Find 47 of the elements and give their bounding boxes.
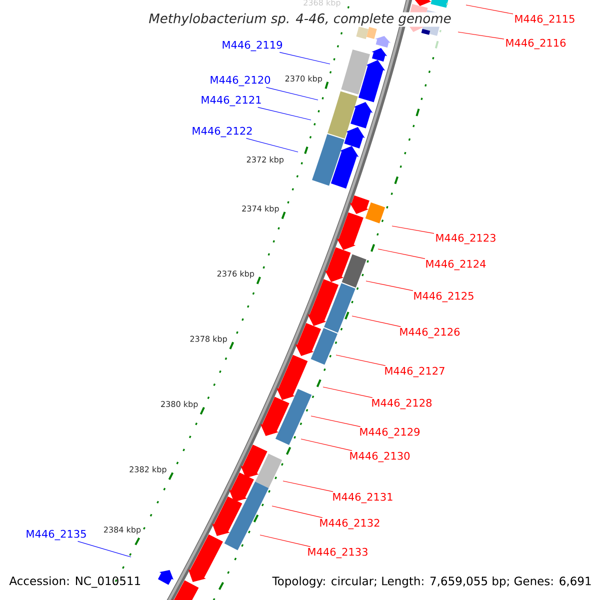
leader-line bbox=[458, 32, 504, 40]
tick-label: 2380 kbp bbox=[161, 400, 198, 409]
leader-line bbox=[282, 480, 334, 492]
title: Methylobacterium sp. 4-46, complete genome bbox=[148, 12, 452, 27]
tick-label: 2382 kbp bbox=[130, 466, 166, 474]
leader-line bbox=[300, 438, 352, 451]
gene-label: M446_2128 bbox=[372, 398, 432, 410]
leader-line bbox=[336, 354, 386, 366]
leader-line bbox=[378, 248, 426, 259]
leader-line bbox=[310, 416, 361, 427]
tick-label: 2370 kbp bbox=[285, 75, 322, 84]
leader-line bbox=[266, 87, 318, 100]
accession-text: Accession: NC_010511 bbox=[9, 576, 140, 588]
gene-label: M446_2115 bbox=[515, 14, 574, 26]
tick-label: 2378 kbp bbox=[190, 336, 227, 344]
leader-line bbox=[392, 226, 434, 234]
gene-label: M446_2116 bbox=[506, 38, 566, 50]
leader-line bbox=[260, 534, 311, 547]
gene-label: M446_2121 bbox=[202, 96, 261, 106]
gene-label: M446_2120 bbox=[210, 76, 270, 86]
leader-line bbox=[246, 138, 298, 152]
tick-label: 2384 kbp bbox=[104, 526, 141, 534]
gene-label: M446_2133 bbox=[308, 548, 368, 558]
gene-label: M446_2126 bbox=[400, 328, 460, 338]
gene-label: M446_2129 bbox=[360, 428, 420, 438]
tick-label: 2374 kbp bbox=[242, 205, 279, 214]
gene-label: M446_2135 bbox=[26, 530, 86, 540]
leader-line bbox=[352, 316, 402, 327]
gene-label: M446_2125 bbox=[414, 292, 474, 302]
leader-line bbox=[366, 280, 414, 291]
leader-line bbox=[258, 107, 312, 120]
gene-label: M446_2123 bbox=[436, 234, 496, 244]
gene-label: M446_2131 bbox=[333, 492, 392, 504]
leader-line bbox=[272, 506, 323, 518]
genome-info-text: Topology: circular; Length: 7,659,055 bp; Genes: 6,691 bbox=[272, 576, 591, 588]
leader-line bbox=[77, 541, 132, 558]
gene-label: M446_2132 bbox=[320, 518, 380, 530]
gene-label: M446_2130 bbox=[350, 452, 410, 462]
leader-line bbox=[279, 52, 330, 64]
leader-line bbox=[466, 4, 514, 14]
gene-label: M446_2119 bbox=[222, 40, 282, 52]
gene-label: M446_2122 bbox=[192, 126, 252, 138]
tick-label: 2376 kbp bbox=[217, 270, 254, 278]
gene-label: M446_2127 bbox=[385, 366, 444, 378]
gene-label: M446_2124 bbox=[426, 260, 486, 270]
tick-label: 2372 kbp bbox=[246, 156, 284, 164]
leader-line bbox=[322, 386, 373, 398]
